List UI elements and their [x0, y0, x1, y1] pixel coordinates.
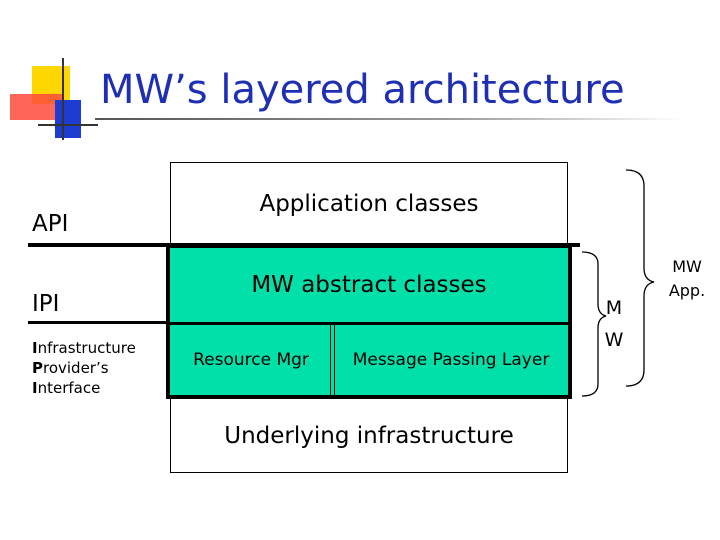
mw-app-bracket-label: MW: [672, 257, 702, 276]
logo-blue-square: [55, 100, 81, 138]
sublayer-divider: [330, 325, 331, 395]
ipi-expansion: Infrastructure Provider’s Interface: [32, 338, 172, 400]
slide-title: MW’s layered architecture: [100, 67, 625, 113]
sublayer-divider: [334, 325, 335, 395]
message-passing-layer-label: Message Passing Layer: [352, 350, 550, 370]
logo-red-square: [10, 94, 62, 120]
underlying-infrastructure-label: Underlying infrastructure: [224, 423, 514, 449]
ipi-word-rest: nfrastructure: [37, 339, 136, 357]
title-underline: [95, 118, 685, 120]
application-classes-label: Application classes: [259, 191, 479, 217]
ipi-initial: I: [32, 339, 38, 357]
mw-brace: [581, 251, 607, 397]
ipi-initial: I: [32, 379, 38, 397]
ipi-label: IPI: [32, 291, 60, 317]
ipi-word-rest: rovider’s: [43, 359, 109, 377]
ipi-expansion-line: Provider’s: [32, 358, 172, 378]
api-boundary-line: [28, 243, 580, 247]
ipi-initial: P: [32, 359, 43, 377]
ipi-expansion-line: Infrastructure: [32, 338, 172, 358]
mw-bracket-label: W: [604, 329, 624, 351]
api-label: API: [32, 211, 69, 237]
logo-vertical-line: [62, 58, 64, 140]
resource-mgr-label: Resource Mgr: [193, 350, 309, 370]
ipi-expansion-line: Interface: [32, 378, 172, 398]
mw-app-bracket-label: App.: [668, 281, 706, 300]
mw-abstract-classes-label: MW abstract classes: [251, 272, 487, 298]
ipi-boundary-line: [28, 321, 170, 324]
middleware-divider: [170, 322, 568, 325]
mw-bracket-label: M: [605, 297, 623, 319]
logo-horizontal-line: [38, 124, 98, 126]
ipi-word-rest: nterface: [37, 379, 101, 397]
mw-app-brace: [625, 169, 655, 387]
